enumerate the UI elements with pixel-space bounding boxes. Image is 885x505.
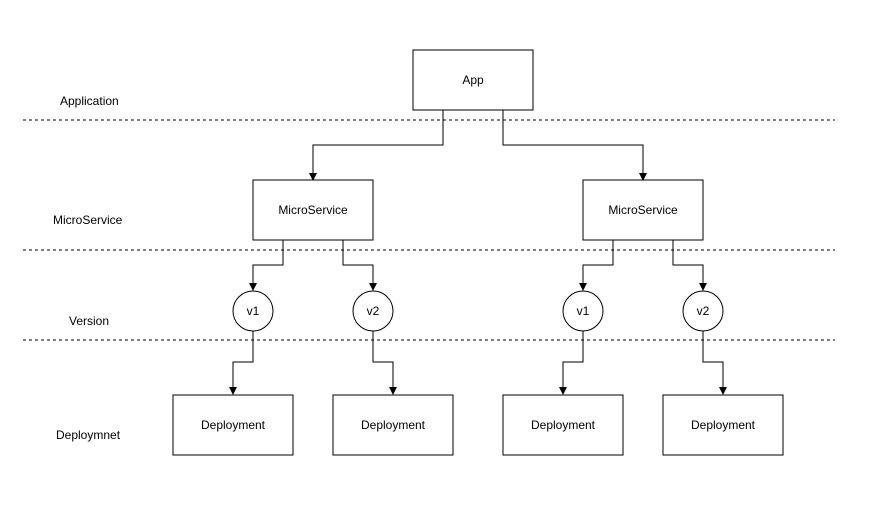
version-node-right-v2-label: v2 [697,304,710,318]
deployment-node-3-label: Deployment [531,418,596,432]
deployment-node-1-label: Deployment [201,418,266,432]
edge-microservice-right-to-v1 [579,240,614,291]
version-node-left-v1-label: v1 [247,304,260,318]
edge-v2-left-to-deployment-2 [372,331,397,395]
layer-label-deployment: Deploymnet [56,428,121,442]
edge-microservice-left-to-v2 [342,240,377,291]
edge-v2-right-to-deployment-4 [702,331,727,395]
edge-microservice-right-to-v2 [672,240,707,291]
version-node-right-v1[interactable]: v1 [562,290,604,332]
app-node-label: App [462,73,484,87]
deployment-node-1[interactable]: Deployment [172,394,294,456]
deployment-node-4-label: Deployment [691,418,756,432]
deployment-node-2-label: Deployment [361,418,426,432]
version-node-left-v2[interactable]: v2 [352,290,394,332]
version-node-left-v2-label: v2 [367,304,380,318]
microservice-node-left-label: MicroService [278,203,348,217]
layer-label-microservice: MicroService [53,213,123,227]
version-node-right-v2[interactable]: v2 [682,290,724,332]
edge-microservice-left-to-v1 [249,240,284,291]
edge-app-to-microservice-left [309,110,444,181]
layer-label-version: Version [69,314,109,328]
microservice-node-right[interactable]: MicroService [582,179,704,241]
edge-v1-right-to-deployment-3 [559,331,584,395]
version-node-left-v1[interactable]: v1 [232,290,274,332]
microservice-node-right-label: MicroService [608,203,678,217]
deployment-node-4[interactable]: Deployment [662,394,784,456]
deployment-node-3[interactable]: Deployment [502,394,624,456]
version-node-right-v1-label: v1 [577,304,590,318]
edge-app-to-microservice-right [502,110,647,181]
microservice-node-left[interactable]: MicroService [252,179,374,241]
app-node[interactable]: App [412,49,534,111]
edge-v1-left-to-deployment-1 [229,331,254,395]
layer-label-application: Application [60,94,119,108]
deployment-node-2[interactable]: Deployment [332,394,454,456]
